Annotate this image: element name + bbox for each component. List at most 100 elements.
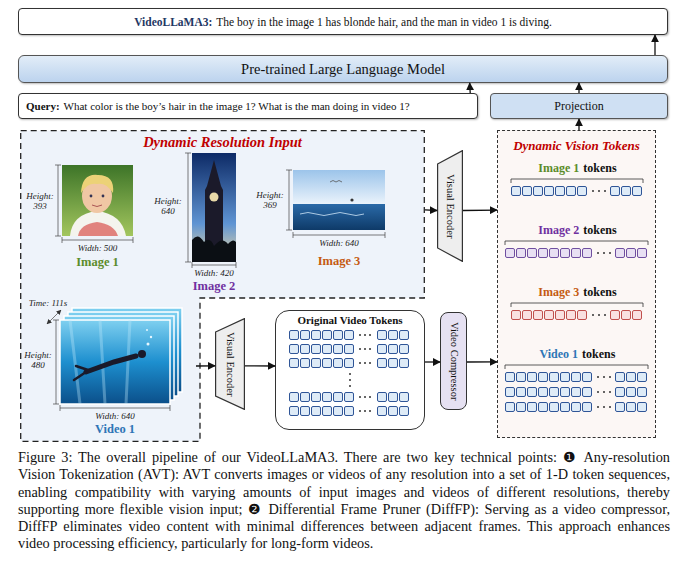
node-text: tokens: [583, 285, 616, 300]
llm-band: Pre-trained Large Language Model: [18, 55, 668, 83]
video-frames: [147, 343, 150, 346]
video-frames: [146, 329, 148, 331]
arrow-connector: [463, 209, 497, 211]
token-squares: [511, 186, 643, 196]
image-2-picture: [192, 153, 236, 262]
image-node: Height: 393Width: 500Image 1: [24, 160, 140, 272]
image-node: Height: 369Width: 640Image 3: [252, 160, 392, 272]
image-name: Image 2: [174, 279, 254, 294]
dimension-line: [286, 170, 385, 238]
video-frames: [74, 366, 88, 380]
image-2-picture: [192, 236, 236, 262]
dimension-line: [55, 165, 133, 243]
video-frames: [150, 336, 152, 338]
dimension-label: Height: 480: [22, 350, 54, 370]
video-frames: [70, 320, 130, 404]
token-squares: [349, 385, 351, 387]
token-bracket: [511, 303, 643, 307]
node-text: Projection: [554, 99, 603, 114]
node-text: tokens: [583, 161, 616, 176]
image-1-picture: [81, 175, 113, 193]
node-text: The boy in the image 1 has blonde hair, …: [216, 16, 552, 28]
output-box: VideoLLaMA3: The boy in the image 1 has b…: [18, 8, 668, 35]
image-2-picture: [205, 160, 223, 262]
image-1-picture: [70, 211, 126, 236]
image-1-picture: [82, 179, 112, 213]
dimension-line: [47, 310, 61, 324]
node-text: What color is the boy’s hair in the imag…: [64, 100, 410, 112]
projection-box: Projection: [490, 93, 668, 119]
image-name: Image 1: [56, 255, 139, 270]
token-squares: [349, 373, 351, 375]
image-3-picture: [330, 181, 342, 183]
dimension-label: Time: 111s: [22, 298, 74, 308]
token-squares: [289, 186, 648, 416]
token-squares: [349, 379, 351, 381]
token-region: Dynamic Vision TokensImage 1tokensImage …: [497, 130, 656, 438]
node-text: Original Video Tokens: [297, 314, 402, 327]
image-name: Image 3: [293, 254, 385, 269]
image-1-picture: [62, 165, 133, 236]
video-frames: [138, 350, 146, 358]
video-frames: [60, 320, 170, 404]
node-text: Image 2: [538, 223, 579, 238]
image-2-picture: [210, 193, 219, 202]
image-3-picture: [350, 198, 353, 201]
figure-caption: Figure 3: The overall pipeline of our Vi…: [18, 449, 670, 553]
node-text: tokens: [583, 223, 616, 238]
image-1-picture: [78, 222, 118, 236]
token-squares: [289, 406, 410, 416]
region-heading: Dynamic Resolution Input: [20, 134, 425, 151]
dimension-label: Height: 393: [24, 191, 56, 211]
token-squares: [505, 248, 648, 258]
arrow-connector: [654, 35, 655, 55]
image-3-picture: [300, 213, 364, 216]
node-text: Video Compressor: [448, 322, 460, 400]
arrow-connector: [469, 83, 471, 93]
image-1-picture: [90, 195, 93, 198]
node-text: VideoLLaMA3:: [134, 16, 212, 28]
node-text: Query:: [26, 100, 60, 112]
arrow-connector: [245, 365, 275, 367]
image-3-picture: [293, 170, 385, 204]
arrow-connector: [425, 361, 440, 362]
image-3-picture: [293, 204, 385, 230]
token-group: Image 3 tokens: [501, 285, 654, 329]
token-bracket: [505, 365, 648, 369]
arrow-connector: [467, 361, 497, 362]
token-squares: [289, 392, 410, 402]
arrow-connector: [578, 83, 579, 93]
token-box: Original Video Tokens: [275, 310, 425, 430]
token-squares: [289, 330, 410, 340]
arrow-connector: [196, 365, 215, 367]
node-text: Pre-trained Large Language Model: [241, 61, 445, 78]
node-text: Video 1: [540, 347, 579, 362]
token-squares: [505, 402, 648, 412]
dimension-label: Width: 500: [62, 243, 133, 253]
visual-encoder: Visual Encoder: [215, 318, 245, 410]
token-bracket: [511, 179, 643, 183]
video-frames: [68, 312, 178, 396]
image-2-picture: [192, 153, 236, 262]
node-text: Visual Encoder: [444, 174, 456, 238]
image-3-picture: [293, 170, 385, 230]
node-text: Image 1: [538, 161, 579, 176]
image-1-picture: [102, 195, 105, 198]
node-text: Dynamic Vision Tokens: [513, 137, 640, 154]
video-frames: [60, 308, 182, 404]
token-squares: [505, 387, 648, 397]
video-frames: [72, 308, 182, 392]
token-squares: [289, 358, 410, 368]
node-text: Image 3: [538, 285, 579, 300]
dimension-label: Width: 640: [293, 238, 385, 248]
encoder-outline: [216, 319, 245, 410]
arrow-connector: [425, 209, 437, 211]
dimension-line: [53, 320, 170, 411]
video-frames: [64, 316, 174, 400]
video-node: Time: 111sHeight: 480Width: 640Video 1: [22, 296, 196, 440]
video-frames: [86, 356, 136, 372]
token-squares: [511, 310, 643, 320]
query-box: Query: What color is the boy’s hair in th…: [18, 93, 478, 119]
token-group: Image 1 tokens: [501, 161, 654, 205]
